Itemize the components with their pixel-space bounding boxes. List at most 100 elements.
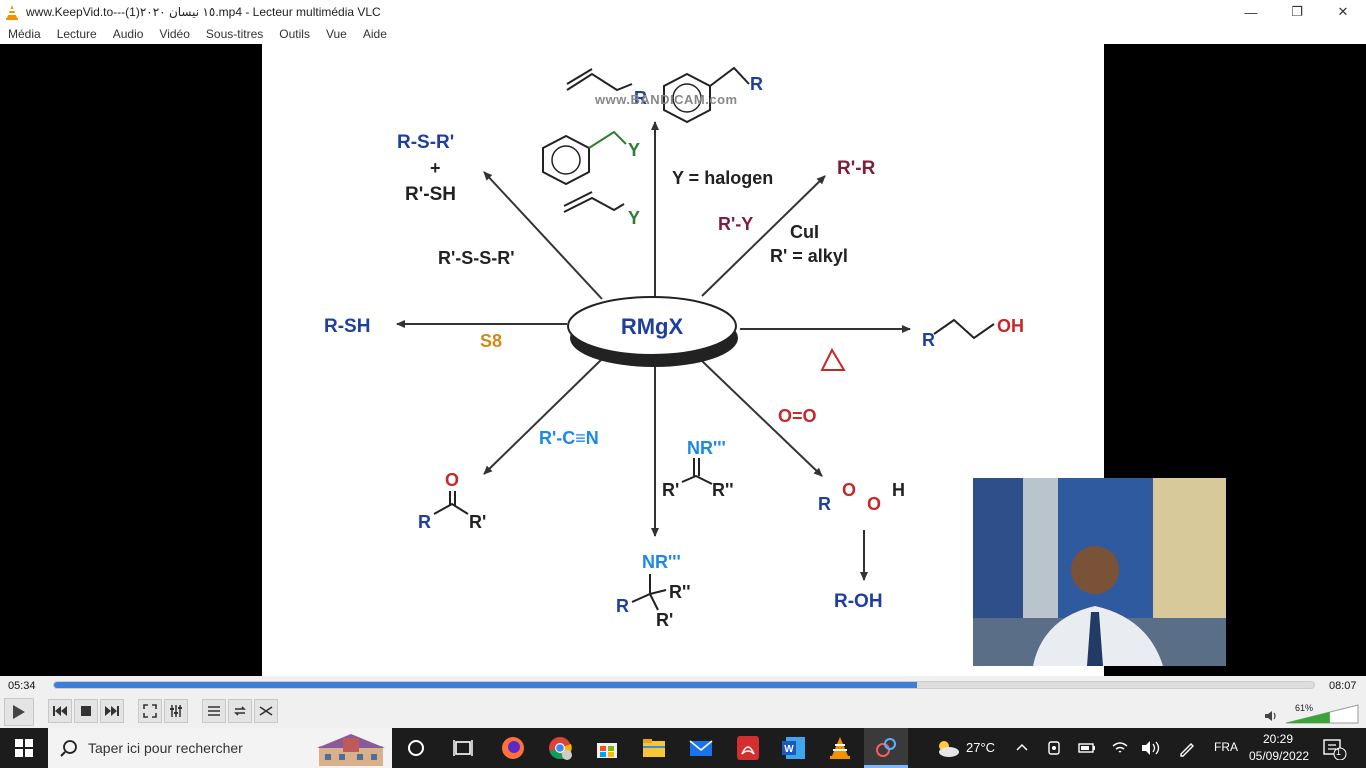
volume-icon[interactable]	[1264, 710, 1278, 722]
shuffle-button[interactable]	[254, 699, 278, 723]
top-product-r2: R	[750, 74, 763, 94]
topright-condition-1: R'-Y	[718, 214, 753, 234]
file-explorer-button[interactable]	[632, 728, 676, 768]
start-button[interactable]	[2, 728, 46, 768]
firefox-button[interactable]	[491, 728, 535, 768]
menu-view[interactable]: Vue	[325, 27, 347, 41]
word-button[interactable]: W	[772, 728, 816, 768]
next-icon	[105, 706, 119, 716]
bottom-product-r: R	[616, 596, 629, 616]
title-bar: www.KeepVid.to---١٥ نيسان ٢٠٢٠(1).mp4 - …	[0, 0, 1366, 24]
bandicam-icon	[876, 738, 896, 757]
mail-button[interactable]	[679, 728, 723, 768]
window-title: www.KeepVid.to---١٥ نيسان ٢٠٢٠(1).mp4 - …	[26, 5, 381, 19]
bottomleft-product-o: O	[445, 470, 459, 490]
menu-help[interactable]: Aide	[362, 27, 387, 41]
play-button[interactable]	[4, 698, 34, 726]
menu-audio[interactable]: Audio	[112, 27, 144, 41]
notification-count: 1	[1336, 747, 1342, 757]
slide: RMgX R R Y Y Y = halogen R'-R R'-Y CuI R…	[262, 44, 1104, 676]
acrobat-icon	[737, 736, 759, 760]
webcam-overlay	[973, 478, 1226, 666]
input-language[interactable]: FRA	[1214, 740, 1238, 754]
bandicam-taskbar-button[interactable]	[864, 728, 908, 768]
meet-now-icon[interactable]	[1047, 740, 1061, 756]
weather-icon[interactable]	[934, 738, 960, 758]
vlc-icon	[830, 737, 850, 759]
fullscreen-button[interactable]	[138, 699, 162, 723]
menu-video[interactable]: Vidéo	[159, 27, 190, 41]
close-button[interactable]: ✕	[1337, 4, 1349, 19]
windows-icon	[15, 739, 33, 757]
speaker-icon[interactable]	[1141, 740, 1161, 756]
volume-percent: 61%	[1295, 703, 1314, 713]
wifi-icon[interactable]	[1111, 740, 1129, 756]
taskview-icon-button[interactable]	[441, 728, 485, 768]
bottomright-product-h: H	[892, 480, 905, 500]
cortana-circle-icon	[408, 740, 424, 756]
left-reagent: S8	[480, 331, 502, 351]
chevron-up-icon[interactable]	[1016, 742, 1028, 752]
vlc-cone-icon	[6, 5, 18, 20]
menu-tools[interactable]: Outils	[279, 27, 310, 41]
arrow-up-right	[701, 175, 826, 297]
playlist-button[interactable]	[202, 699, 226, 723]
acrobat-button[interactable]	[726, 728, 770, 768]
chrome-button[interactable]	[538, 728, 582, 768]
notification-icon[interactable]	[1322, 738, 1348, 760]
menu-bar: Média Lecture Audio Vidéo Sous-titres Ou…	[0, 24, 1366, 44]
stop-icon	[81, 706, 91, 716]
bottom-product-nr: NR'''	[642, 552, 681, 572]
clock-date[interactable]: 05/09/2022	[1249, 749, 1310, 763]
right-product-oh: OH	[997, 316, 1024, 336]
topleft-product-2: R'-SH	[405, 184, 456, 205]
menu-media[interactable]: Média	[8, 27, 41, 41]
clock-time[interactable]: 20:29	[1263, 732, 1294, 746]
stop-button[interactable]	[74, 699, 98, 723]
benzyl-y: Y	[628, 140, 640, 160]
top-condition: Y = halogen	[672, 168, 773, 188]
previous-button[interactable]	[48, 699, 72, 723]
shuffle-icon	[259, 706, 273, 716]
weather-temperature[interactable]: 27°C	[966, 740, 996, 755]
seek-bar[interactable]	[53, 681, 1315, 689]
bottomright-reagent: O=O	[778, 406, 817, 426]
topright-condition-3: R' = alkyl	[770, 246, 848, 266]
minimize-button[interactable]: —	[1244, 4, 1258, 20]
bottomright-final: R-OH	[834, 591, 883, 612]
bottomleft-product-r: R	[418, 512, 431, 532]
bottom-reagent-nr: NR'''	[687, 438, 726, 458]
topleft-product-1: R-S-R'	[397, 132, 454, 153]
seek-fill	[54, 682, 918, 688]
bottom-product-r1: R''	[669, 582, 691, 602]
taskbar-search[interactable]: Taper ici pour rechercher	[48, 728, 392, 768]
bottom-reagent-r2: R''	[712, 480, 734, 500]
chrome-icon	[549, 737, 572, 760]
topleft-plus: +	[430, 158, 441, 178]
battery-icon[interactable]	[1078, 741, 1096, 755]
mail-icon	[689, 740, 713, 756]
bottomleft-product-r2: R'	[469, 512, 486, 532]
word-icon: W	[782, 737, 805, 759]
epoxide-icon	[820, 347, 846, 371]
pen-icon[interactable]	[1178, 739, 1196, 757]
next-button[interactable]	[100, 699, 124, 723]
store-button[interactable]	[585, 728, 629, 768]
svg-text:W: W	[784, 744, 794, 755]
center-ellipse	[567, 296, 737, 356]
menu-lecture[interactable]: Lecture	[56, 27, 97, 41]
loop-button[interactable]	[228, 699, 252, 723]
extended-settings-button[interactable]	[164, 699, 188, 723]
bottomright-product-o2: O	[867, 494, 881, 514]
left-product: R-SH	[324, 316, 370, 337]
store-icon	[597, 743, 617, 758]
video-area[interactable]: RMgX R R Y Y Y = halogen R'-R R'-Y CuI R…	[0, 44, 1366, 676]
bottomright-product-r: R	[818, 494, 831, 514]
task-view-button[interactable]	[394, 728, 438, 768]
topright-condition-2: CuI	[790, 222, 819, 242]
fullscreen-icon	[143, 704, 157, 718]
restore-button[interactable]: ❐	[1291, 4, 1303, 19]
volume-slider[interactable]	[1286, 704, 1360, 724]
menu-subtitles[interactable]: Sous-titres	[205, 27, 264, 41]
vlc-taskbar-button[interactable]	[818, 728, 862, 768]
